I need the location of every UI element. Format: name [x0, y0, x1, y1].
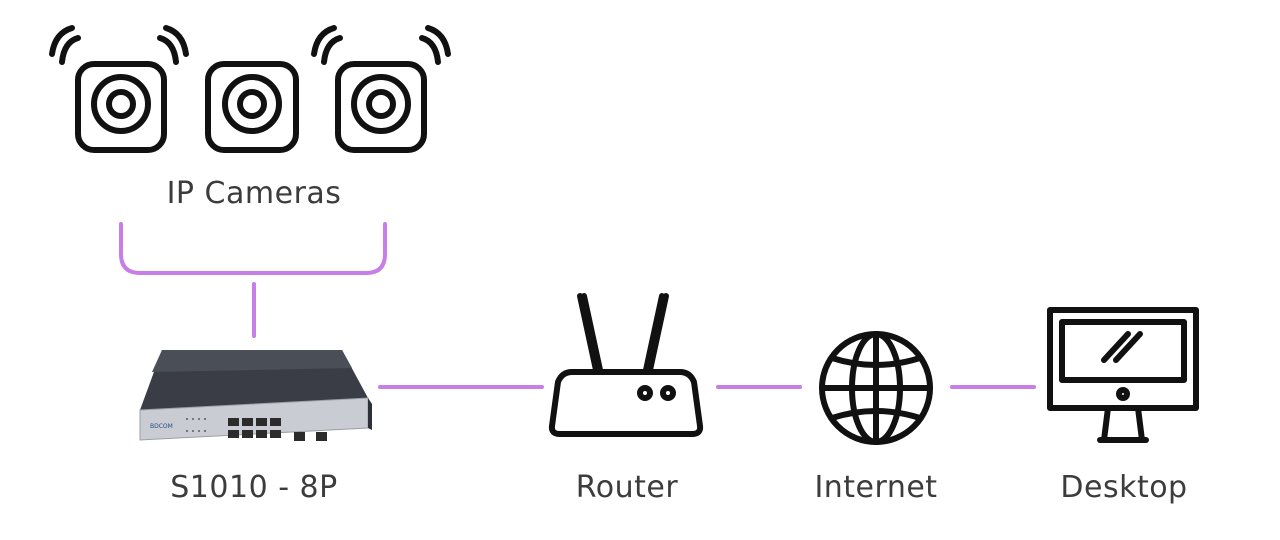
ip-camera-icon — [205, 61, 299, 153]
router-icon — [548, 293, 704, 437]
cameras-label: IP Cameras — [166, 176, 342, 211]
connector-lines — [119, 222, 1036, 389]
desktop-label: Desktop — [1060, 470, 1188, 505]
switch-label: S1010 - 8P — [170, 470, 338, 505]
ip-camera-icon — [49, 25, 189, 153]
globe-icon — [819, 331, 933, 445]
switch-device: BDCOM — [139, 350, 372, 441]
ip-camera-icon — [311, 25, 451, 153]
camera-bracket — [119, 222, 387, 275]
desktop-icon — [1047, 307, 1199, 443]
switch-brand-text: BDCOM — [150, 423, 173, 430]
router-label: Router — [575, 470, 679, 505]
internet-label: Internet — [814, 470, 938, 505]
